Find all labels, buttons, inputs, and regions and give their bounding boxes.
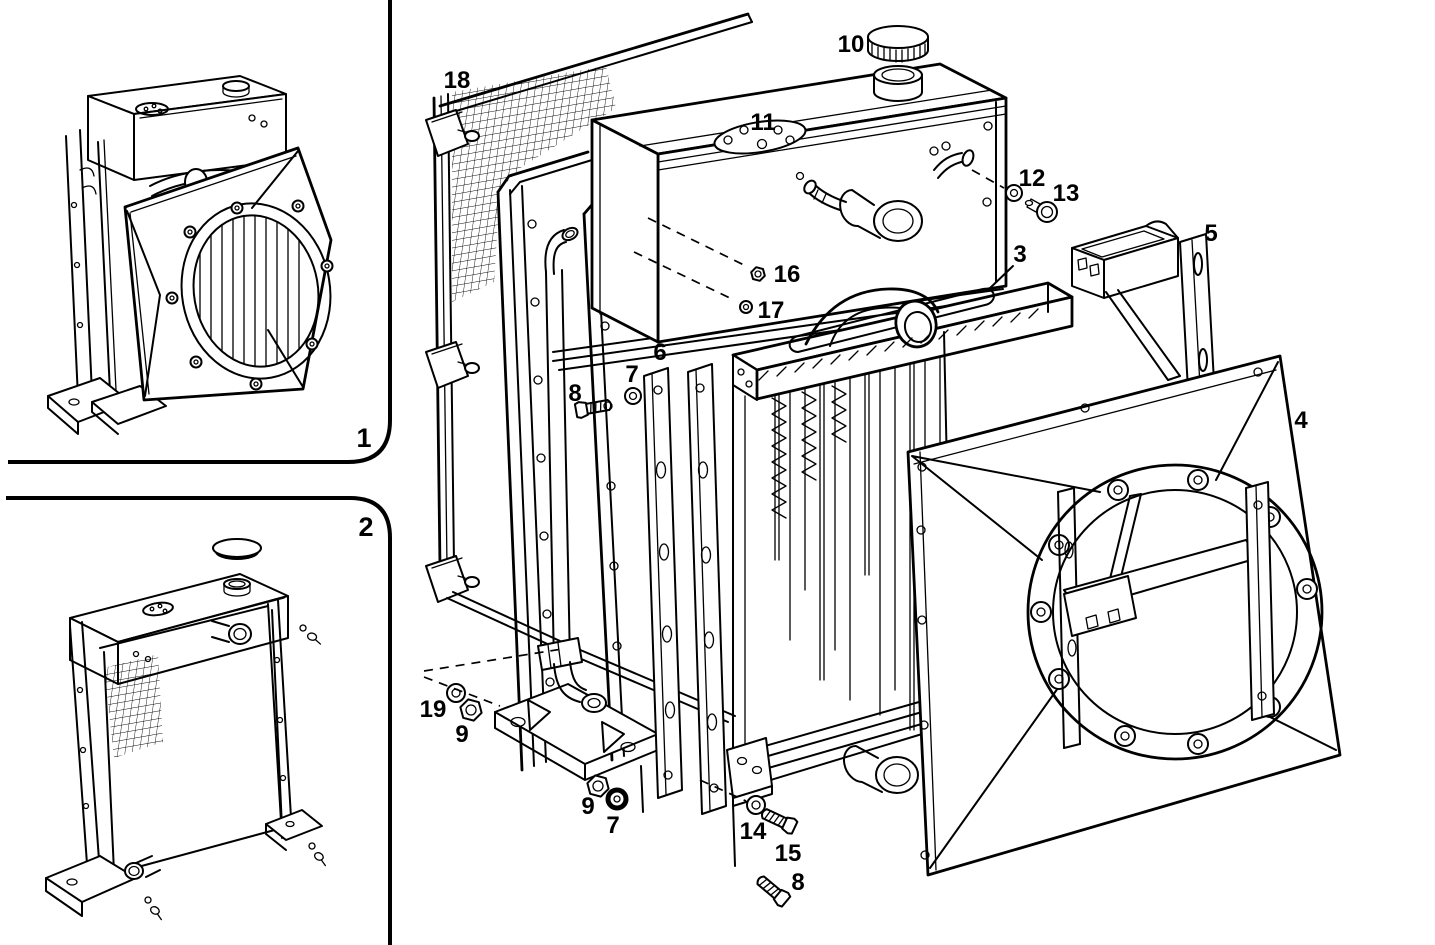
washer-part19 [446, 683, 466, 703]
callout-9-left: 9 [455, 721, 468, 748]
callout-3: 3 [1013, 241, 1026, 268]
inset-1-border [8, 0, 392, 464]
inset-box-1: 1 [8, 0, 392, 464]
inset-1-shroud-tabs [165, 199, 334, 391]
callout-9-bottom: 9 [581, 793, 594, 820]
filler-plate-part11 [713, 119, 807, 155]
callout-15: 15 [775, 840, 802, 867]
leader-lines [423, 217, 1014, 802]
radiator-core-part3 [726, 281, 1074, 867]
side-strips-part6 [643, 363, 727, 815]
washer-part14 [746, 795, 766, 815]
callout-fig1: 1 [356, 423, 371, 453]
nut-part16 [750, 266, 766, 282]
washer-part7-bottom [605, 787, 629, 811]
upper-tank [590, 25, 1008, 344]
inset-2-bare-radiator [45, 538, 327, 921]
fan-shroud-part4 [906, 354, 1342, 877]
callout-16: 16 [774, 261, 801, 288]
callout-7-top: 7 [625, 361, 638, 388]
inset-2-screws [144, 624, 327, 921]
callout-17: 17 [758, 297, 785, 324]
inset-2-border [6, 496, 392, 945]
callout-6: 6 [653, 339, 666, 366]
inset-1-assembled-radiator [47, 75, 334, 435]
callout-labels: 18 10 11 12 13 16 17 3 5 6 7 8 4 19 9 9 … [420, 31, 1309, 896]
callout-8-top: 8 [568, 380, 581, 407]
nut-part9-bottom [586, 774, 610, 798]
callout-19: 19 [420, 696, 447, 723]
callout-fig2: 2 [358, 512, 373, 542]
callout-10: 10 [838, 31, 865, 58]
radiator-cap-part10 [867, 25, 929, 102]
callout-7-bottom: 7 [606, 812, 619, 839]
nut-part9-left [459, 698, 483, 722]
fan-mount-bracket [1057, 481, 1275, 749]
callout-11: 11 [750, 109, 775, 136]
plug-part13 [1024, 198, 1058, 223]
water-pipe [537, 226, 607, 713]
washer-part12 [1005, 184, 1023, 202]
outlet-tube [839, 189, 923, 242]
hose-fitting-left [795, 171, 847, 211]
fasteners [446, 266, 800, 909]
shroud-edge-holes [916, 367, 1263, 860]
callout-13: 13 [1053, 180, 1080, 207]
washer-part17 [739, 300, 753, 314]
washer-part7-top [624, 387, 642, 405]
callout-18: 18 [444, 67, 471, 94]
hose-fitting-right [929, 141, 975, 179]
callout-14: 14 [740, 818, 767, 845]
frame-holes [527, 219, 555, 687]
inset-box-2: 2 [6, 496, 392, 945]
bracket-part5 [1071, 220, 1215, 391]
grille-clamps [425, 109, 480, 603]
callout-4: 4 [1294, 407, 1308, 434]
frame-with-pipe [494, 150, 659, 813]
callout-12: 12 [1019, 165, 1046, 192]
callout-8-bottom: 8 [791, 869, 804, 896]
core-outlet [843, 744, 919, 794]
callout-5: 5 [1204, 220, 1217, 247]
